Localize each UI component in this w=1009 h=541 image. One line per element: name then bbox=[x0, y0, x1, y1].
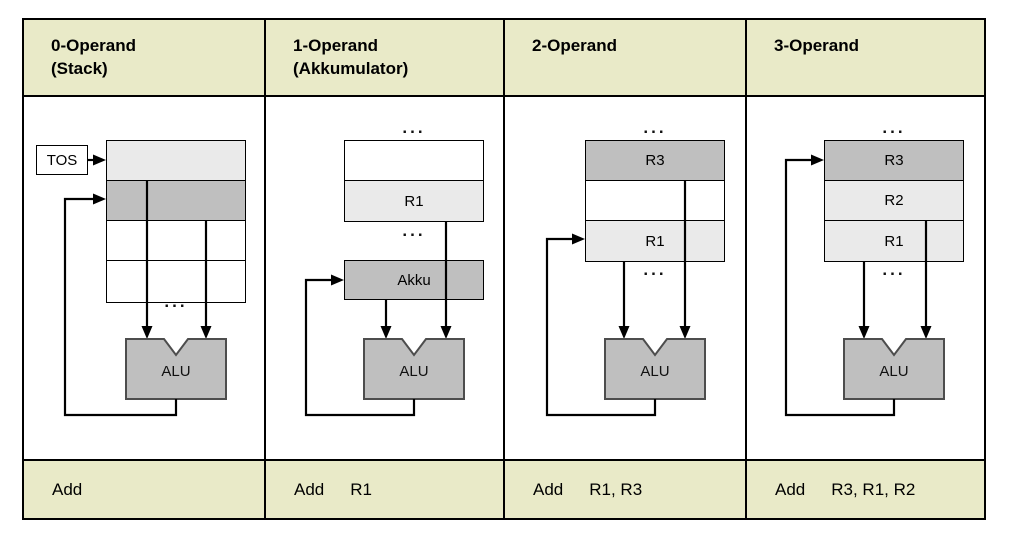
operand-arrowhead-right bbox=[440, 326, 452, 339]
register-row-r2: R2 bbox=[825, 181, 963, 221]
register-ellipsis-below: ... bbox=[882, 260, 906, 279]
header-subtitle: (Akkumulator) bbox=[293, 59, 409, 78]
alu-label: ALU bbox=[879, 363, 909, 380]
register-row-r1: R1 bbox=[345, 181, 483, 221]
operand-arrowhead-right bbox=[920, 326, 932, 339]
header-0-operand: 0-Operand (Stack) bbox=[24, 20, 266, 97]
register-label: R1 bbox=[884, 232, 904, 250]
instruction-operands: R1 bbox=[350, 479, 372, 499]
instruction-2-operand: Add R1, R3 bbox=[505, 459, 747, 518]
register-label: R3 bbox=[884, 152, 904, 169]
register-file: R3 R2 R1 bbox=[824, 140, 964, 262]
stack-row-top bbox=[107, 141, 245, 181]
tos-label: TOS bbox=[46, 151, 78, 169]
register-row-r1: R1 bbox=[586, 221, 724, 261]
register-row-r1: R1 bbox=[825, 221, 963, 261]
register-label: R3 bbox=[645, 152, 665, 169]
operand-arrowhead-left bbox=[618, 326, 630, 339]
register-file: R3 R1 bbox=[585, 140, 725, 262]
register-row bbox=[586, 181, 724, 221]
register-ellipsis-top: ... bbox=[882, 118, 906, 137]
header-title: 2-Operand bbox=[532, 36, 618, 55]
instruction-mnemonic: Add bbox=[533, 479, 564, 499]
register-row bbox=[345, 141, 483, 181]
header-subtitle: (Stack) bbox=[51, 59, 108, 78]
alu-label: ALU bbox=[640, 363, 670, 380]
result-arrowhead bbox=[572, 233, 585, 245]
header-title: 1-Operand bbox=[293, 36, 379, 55]
register-label: R1 bbox=[404, 192, 424, 210]
diagram-two-operand-machine: ... R3 R1 ... ALU bbox=[505, 97, 747, 459]
register-label: R1 bbox=[645, 232, 665, 250]
instruction-operands: R3, R1, R2 bbox=[831, 479, 916, 499]
instruction-0-operand: Add bbox=[24, 459, 266, 518]
stack-row bbox=[107, 221, 245, 261]
alu-label: ALU bbox=[399, 363, 429, 380]
stack-box bbox=[106, 140, 246, 303]
register-ellipsis-top: ... bbox=[402, 118, 426, 137]
diagram-stack-machine: TOS ... ALU bbox=[24, 97, 266, 459]
instruction-mnemonic: Add bbox=[294, 479, 325, 499]
stack-row-second bbox=[107, 181, 245, 221]
stack-ellipsis: ... bbox=[164, 292, 188, 311]
register-ellipsis-below: ... bbox=[643, 260, 667, 279]
header-title: 0-Operand bbox=[51, 36, 137, 55]
tos-label-box: TOS bbox=[36, 145, 88, 175]
result-feedback-line bbox=[304, 278, 416, 417]
instruction-operands: R1, R3 bbox=[589, 479, 643, 499]
result-arrowhead bbox=[93, 193, 106, 205]
operand-arrowhead-left bbox=[141, 326, 153, 339]
tos-arrowhead bbox=[93, 154, 106, 166]
operand-arrowhead-right bbox=[679, 326, 691, 339]
register-ellipsis-below: ... bbox=[402, 221, 426, 240]
akku-operand-arrowhead bbox=[380, 326, 392, 339]
result-arrowhead bbox=[331, 274, 344, 286]
operand-arrowhead-left bbox=[858, 326, 870, 339]
instruction-mnemonic: Add bbox=[52, 479, 83, 499]
register-file: R1 bbox=[344, 140, 484, 222]
register-label: R2 bbox=[884, 192, 904, 209]
instruction-3-operand: Add R3, R1, R2 bbox=[747, 459, 984, 518]
result-arrowhead bbox=[811, 154, 824, 166]
instruction-1-operand: Add R1 bbox=[266, 459, 505, 518]
register-row-r3: R3 bbox=[825, 141, 963, 181]
header-2-operand: 2-Operand bbox=[505, 20, 747, 97]
register-ellipsis-top: ... bbox=[643, 118, 667, 137]
diagram-three-operand-machine: ... R3 R2 R1 ... ALU bbox=[747, 97, 984, 459]
alu-label: ALU bbox=[161, 363, 191, 380]
architecture-comparison-table: 0-Operand (Stack) 1-Operand (Akkumulator… bbox=[22, 18, 986, 520]
register-row-r3: R3 bbox=[586, 141, 724, 181]
accumulator-box: Akku bbox=[344, 260, 484, 300]
accumulator-label: Akku bbox=[397, 271, 431, 289]
operand-arrowhead-right bbox=[200, 326, 212, 339]
diagram-accumulator-machine: ... R1 ... Akku ALU bbox=[266, 97, 505, 459]
header-title: 3-Operand bbox=[774, 36, 860, 55]
instruction-mnemonic: Add bbox=[775, 479, 806, 499]
header-1-operand: 1-Operand (Akkumulator) bbox=[266, 20, 505, 97]
header-3-operand: 3-Operand bbox=[747, 20, 984, 97]
